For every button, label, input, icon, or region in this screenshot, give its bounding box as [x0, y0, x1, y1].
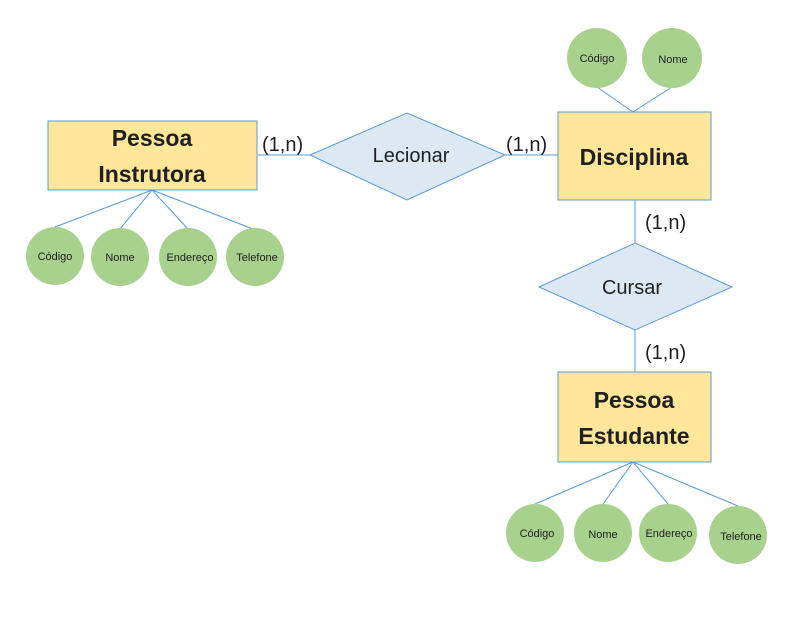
line-instrutora-codigo [54, 189, 153, 228]
entity-pessoa-instrutora[interactable]: Pessoa Instrutora [47, 120, 258, 191]
attribute-codigo-estudante[interactable]: Código [506, 504, 564, 562]
entity-disciplina[interactable]: Disciplina [557, 111, 712, 201]
attribute-label: Código [580, 53, 615, 65]
attribute-endereco-estudante[interactable]: Endereço [639, 504, 697, 562]
attribute-label: Nome [588, 529, 617, 541]
entity-pessoa-estudante[interactable]: Pessoa Estudante [557, 371, 712, 463]
relationship-cursar[interactable]: Cursar [537, 242, 734, 331]
cardinality-instrutora-lecionar: (1,n) [262, 134, 303, 156]
cardinality-disciplina-cursar: (1,n) [645, 212, 686, 234]
relationship-label: Lecionar [373, 145, 450, 167]
attribute-label: Telefone [720, 531, 762, 543]
attribute-nome-disciplina[interactable]: Nome [642, 28, 702, 88]
entity-label-line1: Pessoa [112, 125, 193, 151]
attribute-endereco-instrutora[interactable]: Endereço [159, 228, 217, 286]
entity-label-line2: Instrutora [98, 161, 206, 187]
cardinality-labels: (1,n) (1,n) (1,n) (1,n) [262, 134, 686, 364]
line-estudante-nome [602, 461, 634, 505]
line-estudante-codigo [534, 461, 634, 505]
entity-label-line1: Disciplina [580, 144, 689, 170]
line-instrutora-nome [119, 189, 153, 230]
attribute-codigo-disciplina[interactable]: Código [567, 28, 627, 88]
line-disciplina-nome [632, 86, 673, 113]
attribute-label: Código [38, 251, 73, 263]
attribute-label: Nome [658, 54, 687, 66]
attribute-circle [159, 228, 217, 286]
cardinality-lecionar-disciplina: (1,n) [506, 134, 547, 156]
attribute-nome-instrutora[interactable]: Nome [91, 228, 149, 286]
relationship-diamond [308, 112, 507, 201]
relationship-label: Cursar [602, 277, 662, 299]
line-estudante-telefone [632, 461, 739, 507]
attribute-circle [26, 227, 84, 285]
attribute-circle [226, 228, 284, 286]
line-instrutora-endereco [151, 189, 189, 230]
connector-lines [54, 86, 739, 507]
attribute-circle [642, 28, 702, 88]
attribute-label: Nome [105, 252, 134, 264]
attribute-nome-estudante[interactable]: Nome [574, 504, 632, 562]
attribute-circle [91, 228, 149, 286]
attribute-circle [639, 504, 697, 562]
relationship-diamond [537, 242, 734, 331]
entity-box [557, 111, 712, 201]
cardinality-cursar-estudante: (1,n) [645, 342, 686, 364]
relationship-lecionar[interactable]: Lecionar [308, 112, 507, 201]
attribute-circle [709, 506, 767, 564]
attribute-telefone-instrutora[interactable]: Telefone [226, 228, 284, 286]
entity-label-line1: Pessoa [594, 387, 675, 413]
entity-label-line2: Estudante [578, 423, 689, 449]
attribute-circle [567, 28, 627, 88]
line-disciplina-codigo [596, 86, 634, 113]
line-estudante-endereco [632, 461, 669, 505]
entity-box [47, 120, 258, 191]
attribute-label: Telefone [236, 252, 278, 264]
entity-box [557, 371, 712, 463]
attribute-label: Endereço [166, 252, 213, 264]
attribute-circle [574, 504, 632, 562]
attribute-codigo-instrutora[interactable]: Código [26, 227, 84, 285]
attribute-label: Código [520, 528, 555, 540]
attribute-circle [506, 504, 564, 562]
attribute-telefone-estudante[interactable]: Telefone [709, 506, 767, 564]
line-instrutora-telefone [151, 189, 254, 230]
attribute-label: Endereço [645, 528, 692, 540]
